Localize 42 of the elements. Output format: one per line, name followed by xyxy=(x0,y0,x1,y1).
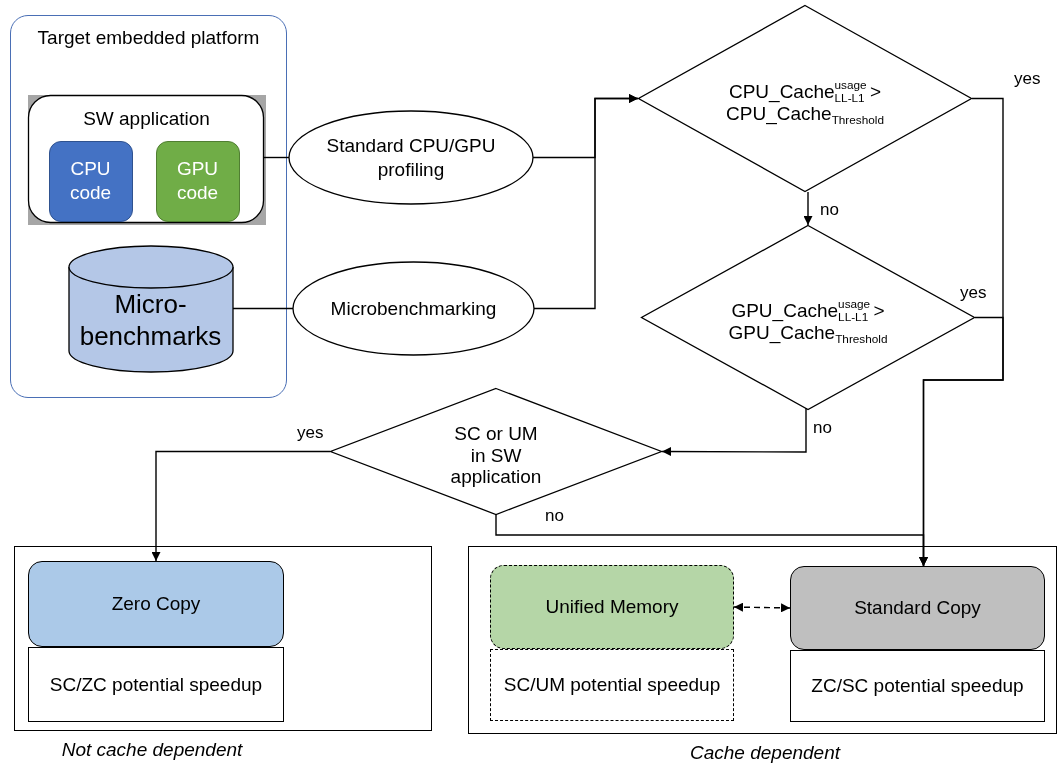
memory-box xyxy=(790,566,1045,650)
process-ellipse xyxy=(292,261,535,356)
node-label: Target embedded platform xyxy=(37,26,260,50)
arrow xyxy=(661,407,807,457)
node-label: Zero Copy xyxy=(111,592,201,616)
arrow xyxy=(803,191,813,226)
speedup-box xyxy=(790,650,1045,722)
decision-diamond xyxy=(638,5,972,192)
node-label: Unified Memory xyxy=(545,595,679,619)
memory-box xyxy=(490,565,734,649)
node-label: SC/UM potential speedup xyxy=(503,673,721,697)
node-label: Standard CPU/GPU profiling xyxy=(325,133,497,182)
code-box xyxy=(155,140,240,222)
node-label: SC/ZC potential speedup xyxy=(49,672,263,697)
group-caption: Not cache dependent xyxy=(61,739,243,761)
node-label: Standard Copy xyxy=(854,596,981,620)
speedup-box xyxy=(490,649,734,721)
node-label: GPU code xyxy=(175,157,220,205)
arrow xyxy=(495,513,928,567)
condition-text: SC or UM in SW application xyxy=(449,422,543,489)
memory-box xyxy=(28,561,284,647)
connector-line xyxy=(263,156,290,159)
condition-text: GPU_Cache$^{usage}$$_{LL-L1}$ > GPU_Cache$_{Threshold}$ xyxy=(728,297,888,346)
speedup-box xyxy=(28,647,284,722)
group-box xyxy=(14,546,432,731)
node-label: ZC/SC potential speedup xyxy=(811,674,1024,698)
node-label: CPU code xyxy=(68,157,113,205)
group-box xyxy=(468,546,1057,734)
node-label: Microbenchmarking xyxy=(330,296,497,321)
connector-line xyxy=(232,307,294,310)
group-caption: Cache dependent xyxy=(690,742,840,764)
arrow xyxy=(151,450,331,562)
node-label: SW application xyxy=(83,106,210,131)
database-cylinder xyxy=(67,244,234,373)
node-label: Micro-benchmarks xyxy=(78,289,223,352)
code-box xyxy=(48,140,133,222)
condition-text: CPU_Cache$^{usage}$$_{LL-L1}$ > CPU_Cache$_{Threshold}$ xyxy=(726,78,884,127)
process-ellipse xyxy=(288,110,534,205)
platform-container xyxy=(10,15,287,398)
application-box xyxy=(27,94,266,225)
arrow xyxy=(733,602,791,613)
arrow xyxy=(533,94,639,310)
